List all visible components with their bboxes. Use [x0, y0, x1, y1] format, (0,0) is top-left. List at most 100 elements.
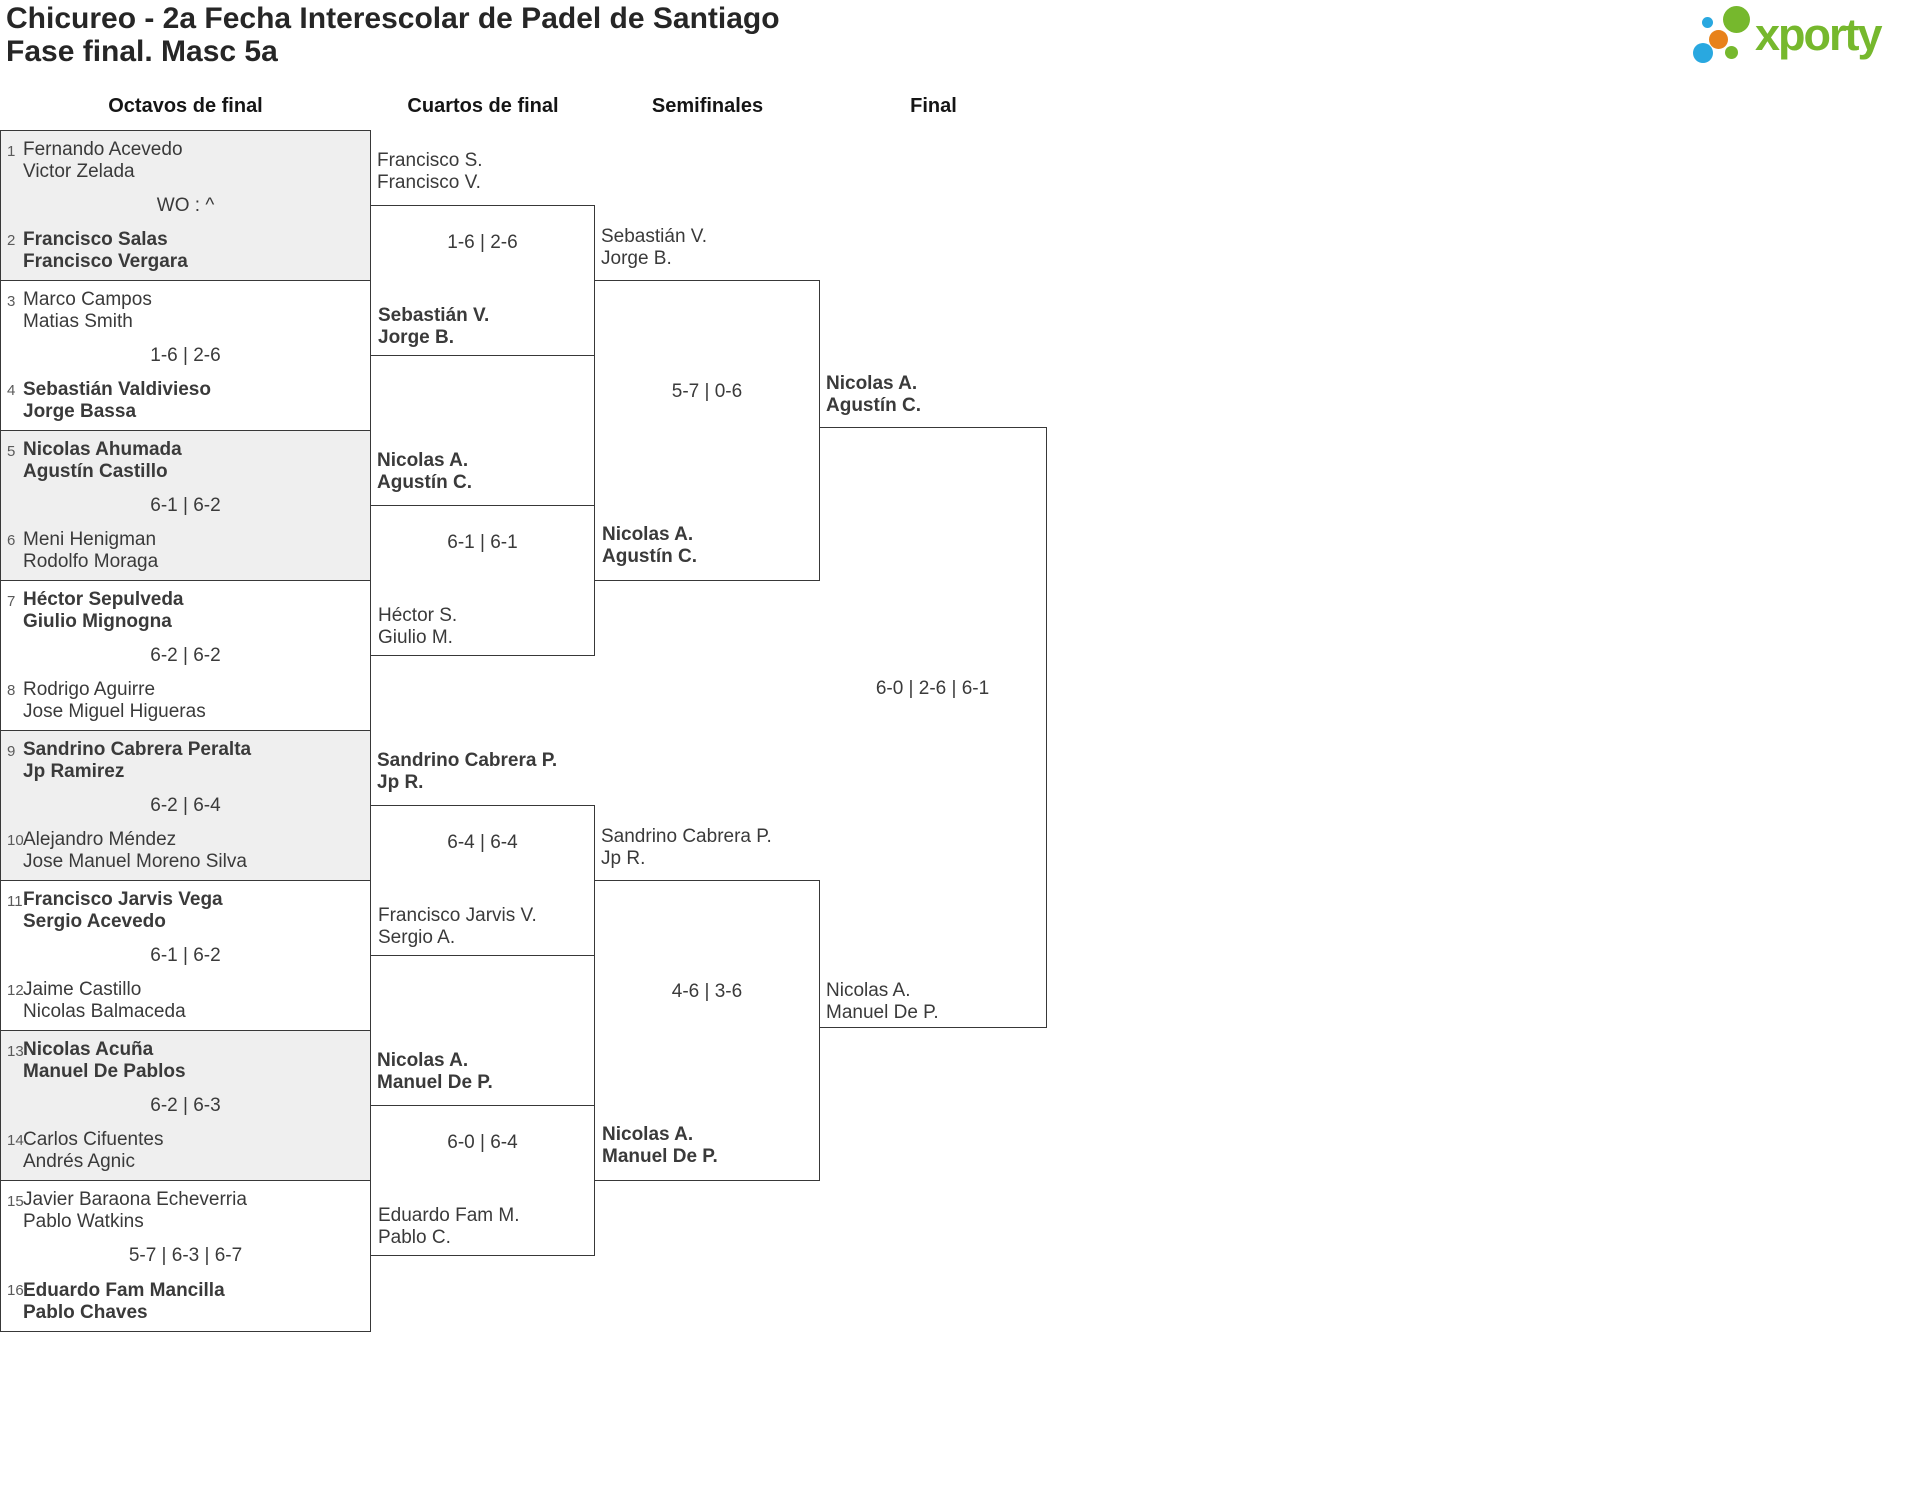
team-pair: Alejandro Méndez Jose Manuel Moreno Silv… [23, 829, 247, 873]
player-name: Francisco Jarvis Vega [23, 889, 223, 910]
qf4-top-team: Nicolas A. Manuel De P. [377, 1050, 493, 1094]
round-header-semifinales: Semifinales [651, 95, 764, 117]
qf4-match-box: 6-0 | 6-4 Eduardo Fam M. Pablo C. [370, 1105, 595, 1256]
round-header-final: Final [910, 95, 957, 117]
player-name: Giulio M. [378, 627, 453, 648]
r16-match-7: 13 Nicolas Acuña Manuel De Pablos 6-2 | … [1, 1031, 370, 1181]
player-name: Sebastián V. [601, 226, 707, 247]
seed-number: 7 [7, 593, 16, 610]
player-name: Jp Ramirez [23, 761, 125, 782]
team-pair: Francisco Jarvis Vega Sergio Acevedo [23, 889, 223, 933]
match-score: 6-1 | 6-1 [447, 532, 518, 553]
player-name: Pablo Watkins [23, 1211, 144, 1232]
r16-match-4: 7 Héctor Sepulveda Giulio Mignogna 6-2 |… [1, 581, 370, 731]
player-name: Rodolfo Moraga [23, 551, 159, 572]
match-score: 6-1 | 6-2 [150, 945, 221, 966]
seed-number: 6 [7, 532, 16, 549]
player-name: Jorge B. [601, 248, 672, 269]
match-score: 6-2 | 6-3 [150, 1095, 221, 1116]
seed-number: 16 [7, 1282, 24, 1299]
final-match-box: 6-0 | 2-6 | 6-1 Nicolas A. Manuel De P. [819, 427, 1047, 1028]
player-name: Nicolas A. [826, 373, 918, 394]
player-name: Jorge B. [378, 327, 455, 348]
player-name: Giulio Mignogna [23, 611, 172, 632]
player-name: Agustín C. [826, 395, 921, 416]
player-name: Francisco S. [377, 150, 483, 171]
sf2-match-box: 4-6 | 3-6 Nicolas A. Manuel De P. [594, 880, 820, 1181]
qf1-top-team: Francisco S. Francisco V. [377, 150, 483, 194]
match-score: WO : ^ [156, 195, 215, 216]
team-pair: Eduardo Fam Mancilla Pablo Chaves [23, 1280, 225, 1324]
team-pair: Sebastián Valdivieso Jorge Bassa [23, 379, 211, 423]
seed-number: 14 [7, 1132, 24, 1149]
final-top-team: Nicolas A. Agustín C. [826, 373, 921, 417]
r16-match-3: 5 Nicolas Ahumada Agustín Castillo 6-1 |… [1, 431, 370, 581]
logo-brand-text: xporty [1755, 9, 1883, 60]
player-name: Jp R. [377, 772, 424, 793]
sf2-bottom-team: Nicolas A. Manuel De P. [602, 1124, 718, 1168]
player-name: Nicolas Acuña [23, 1039, 154, 1060]
player-name: Matias Smith [23, 311, 133, 332]
match-score: 1-6 | 2-6 [447, 232, 518, 253]
seed-number: 4 [7, 382, 16, 399]
r16-match-8: 15 Javier Baraona Echeverria Pablo Watki… [1, 1181, 370, 1331]
player-name: Nicolas Ahumada [23, 439, 182, 460]
round-header-octavos: Octavos de final [108, 95, 263, 117]
final-bottom-team: Nicolas A. Manuel De P. [826, 980, 939, 1024]
player-name: Agustín C. [377, 472, 472, 493]
player-name: Sandrino Cabrera P. [377, 750, 558, 771]
seed-number: 12 [7, 982, 24, 999]
logo-dot-blue-small-icon [1702, 17, 1713, 28]
player-name: Jose Manuel Moreno Silva [23, 851, 247, 872]
team-pair: Carlos Cifuentes Andrés Agnic [23, 1129, 163, 1173]
player-name: Sergio Acevedo [23, 911, 166, 932]
player-name: Agustín Castillo [23, 461, 168, 482]
r16-match-1: 1 Fernando Acevedo Victor Zelada WO : ^ … [1, 131, 370, 281]
qf1-bottom-team: Sebastián V. Jorge B. [378, 305, 489, 349]
match-score: 1-6 | 2-6 [150, 345, 221, 366]
sf2-top-team: Sandrino Cabrera P. Jp R. [601, 826, 772, 870]
player-name: Sandrino Cabrera Peralta [23, 739, 252, 760]
team-pair: Jaime Castillo Nicolas Balmaceda [23, 979, 186, 1023]
logo-dot-blue-medium-icon [1693, 43, 1713, 63]
player-name: Marco Campos [23, 289, 152, 310]
player-name: Jaime Castillo [23, 979, 142, 1000]
qf3-top-team: Sandrino Cabrera P. Jp R. [377, 750, 557, 794]
xporty-logo[interactable]: xporty [1692, 2, 1920, 68]
player-name: Carlos Cifuentes [23, 1129, 164, 1150]
match-score: 6-0 | 2-6 | 6-1 [875, 678, 990, 699]
match-score: 6-0 | 6-4 [447, 1132, 518, 1153]
team-pair: Meni Henigman Rodolfo Moraga [23, 529, 158, 573]
round-header-cuartos: Cuartos de final [407, 95, 559, 117]
match-score: 6-2 | 6-2 [150, 645, 221, 666]
seed-number: 13 [7, 1043, 24, 1060]
qf2-bottom-team: Héctor S. Giulio M. [378, 605, 457, 649]
player-name: Andrés Agnic [23, 1151, 135, 1172]
seed-number: 9 [7, 743, 16, 760]
player-name: Jose Miguel Higueras [23, 701, 206, 722]
player-name: Fernando Acevedo [23, 139, 183, 160]
team-pair: Sandrino Cabrera Peralta Jp Ramirez [23, 739, 251, 783]
r16-match-6: 11 Francisco Jarvis Vega Sergio Acevedo … [1, 881, 370, 1031]
player-name: Victor Zelada [23, 161, 135, 182]
match-score: 4-6 | 3-6 [671, 981, 743, 1002]
seed-number: 3 [7, 293, 16, 310]
team-pair: Fernando Acevedo Victor Zelada [23, 139, 183, 183]
player-name: Pablo C. [378, 1227, 451, 1248]
player-name: Sebastián V. [378, 305, 490, 326]
qf2-top-team: Nicolas A. Agustín C. [377, 450, 472, 494]
team-pair: Nicolas Ahumada Agustín Castillo [23, 439, 182, 483]
seed-number: 10 [7, 832, 24, 849]
team-pair: Rodrigo Aguirre Jose Miguel Higueras [23, 679, 206, 723]
page-title: Chicureo - 2a Fecha Interescolar de Pade… [6, 2, 780, 35]
seed-number: 2 [7, 232, 16, 249]
qf1-match-box: 1-6 | 2-6 Sebastián V. Jorge B. [370, 205, 595, 356]
player-name: Jorge Bassa [23, 401, 137, 422]
player-name: Nicolas A. [377, 1050, 469, 1071]
logo-dot-green-small-icon [1725, 46, 1738, 59]
player-name: Manuel De P. [377, 1072, 493, 1093]
player-name: Sebastián Valdivieso [23, 379, 211, 400]
team-pair: Nicolas Acuña Manuel De Pablos [23, 1039, 186, 1083]
player-name: Nicolas Balmaceda [23, 1001, 186, 1022]
